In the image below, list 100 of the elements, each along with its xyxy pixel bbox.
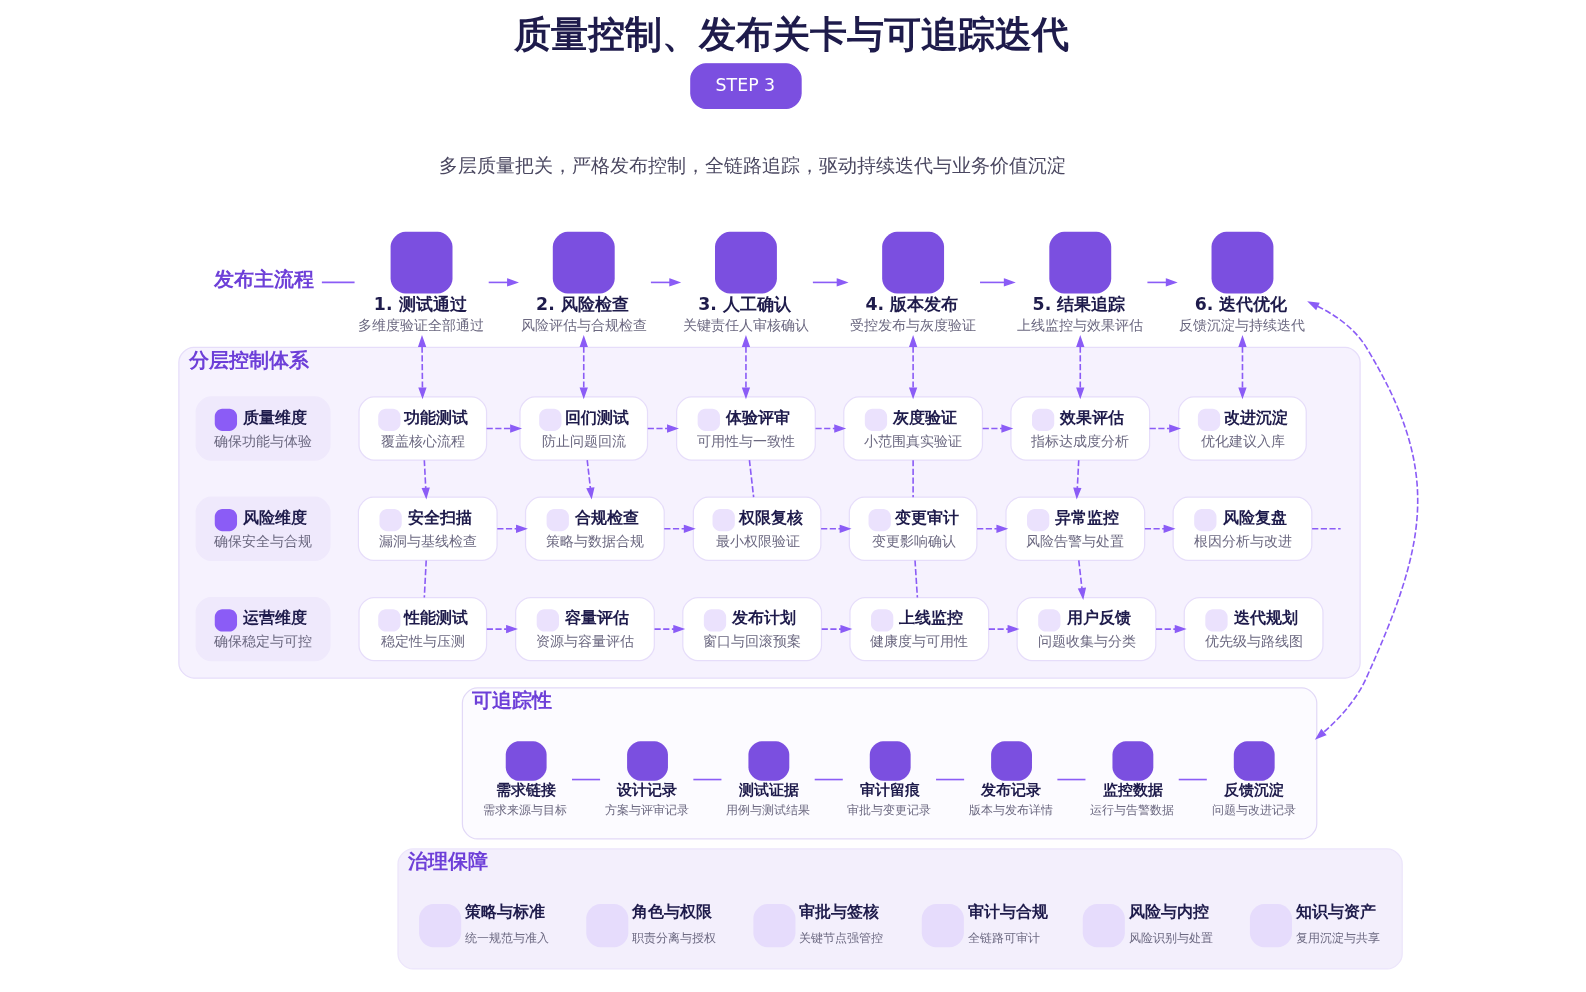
arrow (417, 335, 427, 400)
arrow (820, 624, 852, 634)
node-box: 运营维度 确保稳定与可控 (195, 596, 331, 662)
node-box (881, 231, 944, 294)
node-box: 质量维度 确保功能与体验 (195, 396, 331, 461)
label: 多层质量把关，严格发布控制，全链路追踪，驱动持续迭代与业务价值沉淀 (438, 155, 1066, 177)
node-text: 发布主流程 (213, 267, 314, 291)
node-label: 1. 测试通过 (373, 293, 467, 314)
arrow (978, 278, 1016, 287)
node-box: 功能测试 覆盖核心流程 (357, 396, 487, 461)
connector (934, 778, 965, 781)
node-box: 风险维度 确保安全与合规 (195, 496, 331, 561)
arrow (1148, 424, 1181, 433)
node-box: 用户反馈 问题收集与分类 (1016, 596, 1156, 662)
node-label: 2. 风险检查 (535, 293, 629, 314)
node-box: STEP 3 (689, 63, 802, 110)
arrow (811, 278, 849, 287)
arrow (819, 524, 852, 533)
node-label: 风险评估与合规检查 (520, 317, 647, 334)
connector (1310, 528, 1341, 530)
node-box: 灰度验证 小范围真实验证 (842, 396, 983, 461)
arrow (741, 335, 750, 400)
connector (748, 459, 754, 498)
arrow (485, 624, 518, 634)
node-label: 全链路可审计 (967, 930, 1040, 945)
node-label: 审批与变更记录 (846, 803, 931, 818)
arrow (579, 335, 588, 400)
node-label: 监控数据 (1102, 781, 1163, 800)
node-label: 用例与测试结果 (725, 803, 810, 818)
arrow (487, 278, 519, 287)
arrow (908, 335, 917, 400)
node-label: 关键责任人审核确认 (682, 317, 809, 334)
node-label: 角色与权限 (631, 901, 712, 921)
node-label: 方案与评审记录 (604, 803, 689, 818)
node-box: 上线监控 健康度与可用性 (848, 596, 989, 662)
arrow (1154, 624, 1187, 634)
node-label: 上线监控与效果评估 (1016, 317, 1143, 334)
connector (1056, 778, 1086, 781)
node-box (552, 231, 615, 294)
node-label: 复用沉淀与共享 (1295, 930, 1380, 945)
arrow (1306, 301, 1418, 740)
node-label: 反馈沉淀 (1223, 781, 1284, 800)
connector (570, 778, 601, 781)
node-label: 需求链接 (495, 781, 556, 800)
node-label: 版本与发布详情 (968, 803, 1053, 818)
node-box: 效果评估 指标达成度分析 (1009, 396, 1150, 461)
node-box: 发布计划 窗口与回滚预案 (681, 596, 822, 662)
arrow (646, 424, 679, 433)
node-box (1211, 231, 1273, 294)
connector (813, 778, 844, 781)
arrow (653, 624, 685, 634)
connector (911, 459, 914, 498)
node-label: 统一规范与准入 (464, 930, 549, 945)
node-label: 4. 版本发布 (864, 293, 958, 314)
node-label: 6. 迭代优化 (1194, 293, 1287, 314)
node-box: 改进沉淀 优化建议入库 (1177, 396, 1307, 461)
arrow (485, 424, 522, 433)
node-box (714, 231, 777, 294)
node-box: 性能测试 稳定性与压测 (357, 596, 487, 662)
node-label: 5. 结果追踪 (1032, 293, 1125, 314)
node-label: 发布记录 (980, 781, 1041, 800)
arrow (649, 278, 681, 287)
arrow (987, 624, 1019, 634)
node-label: 测试证据 (738, 781, 799, 800)
node-box: 回们测试 防止问题回流 (518, 396, 648, 461)
arrow (1146, 278, 1178, 287)
node-box: 合规检查 策略与数据合规 (524, 496, 665, 561)
node-box: 体验评审 可用性与一致性 (675, 396, 816, 461)
node-box: 权限复核 最小权限验证 (692, 496, 821, 561)
node-label: 策略与标准 (464, 901, 545, 921)
node-box (1048, 231, 1111, 294)
node-box: 容量评估 资源与容量评估 (514, 596, 655, 662)
node-label: 审计与合规 (967, 901, 1048, 921)
arrow (421, 459, 430, 500)
arrow (1143, 524, 1175, 533)
arrow (1237, 335, 1247, 400)
node-label: 审批与签核 (798, 901, 879, 921)
node-label: 设计记录 (616, 781, 677, 800)
node-label: 关键节点强管控 (798, 930, 883, 945)
node-box: 安全扫描 漏洞与基线检查 (357, 496, 498, 561)
node-label: 职责分离与授权 (631, 930, 716, 945)
node-box: 异常监控 风险告警与处置 (1004, 496, 1145, 561)
connector (320, 281, 355, 284)
arrow (1077, 559, 1086, 600)
node-label: 问题与改进记录 (1211, 803, 1296, 818)
arrow (981, 424, 1013, 433)
node-box (390, 231, 452, 294)
node-box: 风险复盘 根因分析与改进 (1172, 496, 1312, 561)
node-label: 风险与内控 (1128, 901, 1209, 921)
node-label: 受控发布与灰度验证 (849, 317, 976, 334)
node-label: 风险识别与处置 (1128, 930, 1213, 945)
node-label: 3. 人工确认 (697, 293, 791, 314)
arrow (662, 524, 696, 533)
node-box: 变更审计 变更影响确认 (848, 496, 977, 561)
node-label: 审计留痕 (859, 781, 920, 800)
node-label: 知识与资产 (1295, 901, 1376, 921)
diagram-title: 质量控制、发布关卡与可追踪迭代 (513, 12, 1069, 56)
arrow (1072, 459, 1081, 500)
node-label: 多维度验证全部通过 (357, 317, 484, 334)
connector (692, 778, 722, 781)
